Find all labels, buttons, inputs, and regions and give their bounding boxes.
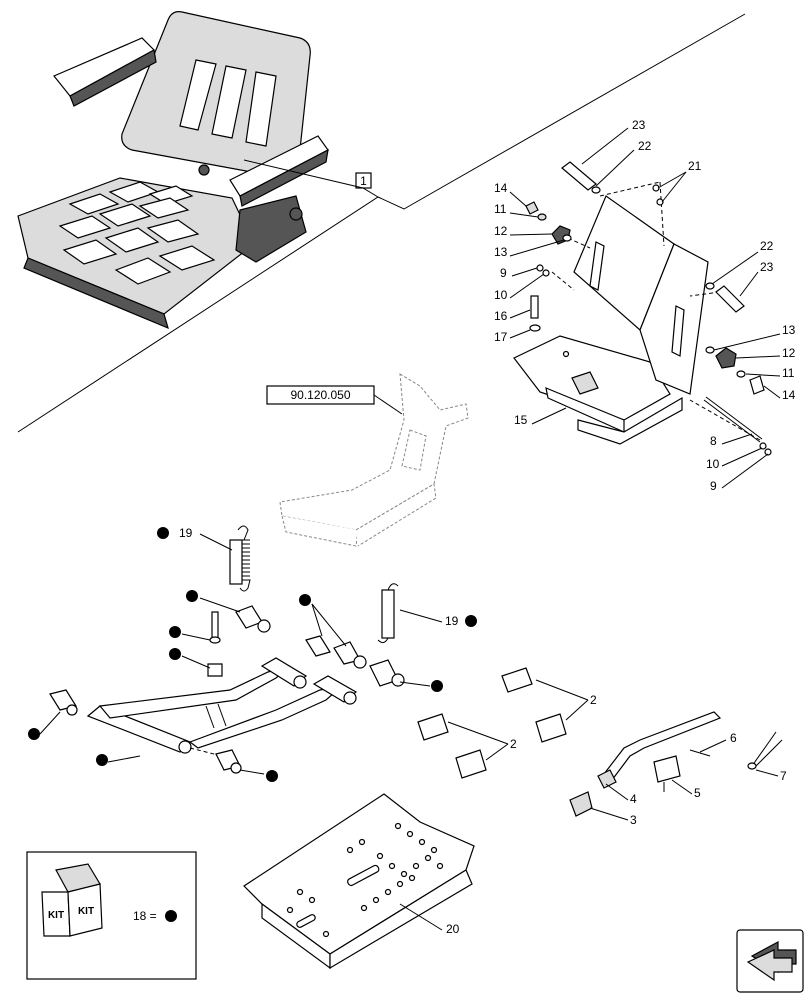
next-page-arrow-icon[interactable]	[736, 929, 804, 993]
kit-marker	[266, 770, 278, 782]
bracket-callouts: 23 22 21 14 11 12 13 9 10 16 17 15 22 23…	[494, 118, 796, 493]
kit-marker	[28, 728, 40, 740]
pin-6	[689, 749, 711, 757]
callout-2: 2	[590, 693, 597, 707]
callout-16: 16	[494, 309, 508, 323]
seat-bracket	[513, 195, 709, 445]
clip-bottom	[417, 713, 487, 779]
callout-12-right: 12	[782, 346, 796, 360]
callout-11-right: 11	[782, 366, 795, 380]
spring-clip-7	[747, 731, 783, 770]
callout-10: 10	[494, 288, 508, 302]
bracket-hardware-right	[703, 282, 772, 456]
callout-14: 14	[494, 181, 508, 195]
callout-6: 6	[730, 731, 737, 745]
callout-21: 21	[688, 159, 702, 173]
kit-legend-marker	[165, 910, 177, 922]
callout-9: 9	[500, 266, 507, 280]
callout-13-right: 13	[782, 323, 796, 337]
reference-box-label: 1	[360, 174, 367, 188]
callout-12: 12	[494, 224, 508, 238]
kit-legend-text: 18 =	[133, 909, 157, 923]
callout-14-right: 14	[782, 388, 796, 402]
callout-23: 23	[632, 118, 646, 132]
lever-pin-top	[561, 161, 664, 206]
spring-left	[229, 525, 251, 592]
callout-8: 8	[710, 434, 717, 448]
bracket-hardware-left	[525, 201, 572, 332]
kit-marker	[186, 590, 198, 602]
bushing-lever-bottom	[215, 749, 242, 774]
callout-20: 20	[446, 922, 460, 936]
callout-19: 19	[179, 526, 193, 540]
callout-17: 17	[494, 330, 508, 344]
phantom-frame	[279, 373, 469, 547]
kit-label-left: KIT	[48, 910, 64, 921]
callout-23-right: 23	[760, 260, 774, 274]
mounting-plate	[653, 755, 681, 792]
bushing-top	[235, 605, 271, 633]
bushing-lever-left	[49, 689, 78, 716]
callout-22: 22	[638, 139, 652, 153]
seat-illustration	[17, 11, 329, 330]
callout-13: 13	[494, 245, 508, 259]
kit-label-right: KIT	[78, 906, 94, 917]
kit-marker	[169, 648, 181, 660]
kit-marker	[465, 615, 477, 627]
callout-22-right: 22	[760, 239, 774, 253]
callout-15: 15	[514, 413, 528, 427]
handle-rod	[597, 711, 722, 789]
callout-11: 11	[494, 202, 507, 216]
bolt-and-sleeve	[207, 611, 223, 677]
divider-line	[17, 13, 746, 433]
callout-3: 3	[630, 813, 637, 827]
spring-right	[377, 583, 399, 644]
callout-4: 4	[630, 792, 637, 806]
u-frame-lever	[86, 657, 358, 754]
kit-marker	[96, 754, 108, 766]
callout-2-lower: 2	[510, 737, 517, 751]
kit-marker	[157, 527, 169, 539]
kit-marker	[431, 680, 443, 692]
bushing-right	[369, 659, 405, 687]
base-plate	[243, 793, 475, 970]
callout-10-right: 10	[706, 457, 720, 471]
callout-19-right: 19	[445, 614, 459, 628]
kit-marker	[169, 626, 181, 638]
callout-7: 7	[780, 769, 787, 783]
callout-9-right: 9	[710, 479, 717, 493]
kit-legend: KIT KIT 18 =	[26, 851, 197, 980]
handle-knob	[569, 791, 593, 817]
callout-5: 5	[694, 786, 701, 800]
reference-code-leader	[373, 394, 403, 415]
callout-line-1	[243, 159, 379, 198]
kit-marker	[299, 594, 311, 606]
clip-top	[501, 667, 567, 743]
reference-code-label: 90.120.050	[290, 388, 350, 402]
bushing-pair	[305, 635, 367, 669]
